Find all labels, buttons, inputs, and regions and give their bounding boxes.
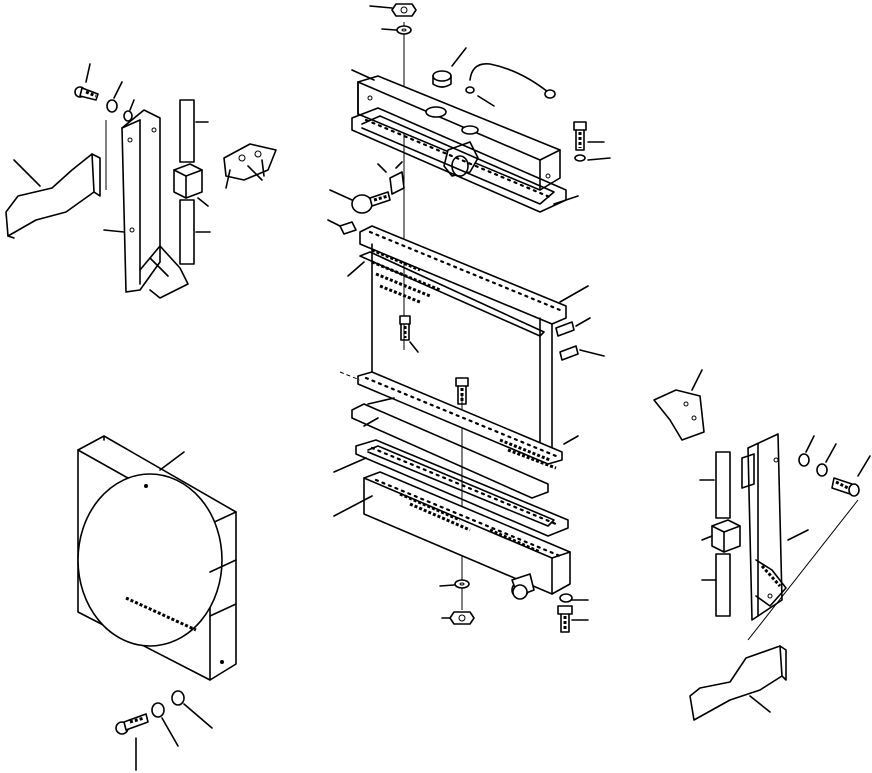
core-upper-plate[interactable] (347, 251, 545, 337)
shroud-washer-1[interactable] (151, 702, 179, 747)
shroud-bolt[interactable] (115, 713, 149, 771)
left-upright-bracket[interactable] (103, 109, 189, 299)
right-washer-2[interactable] (816, 443, 837, 477)
left-washer-1[interactable] (106, 81, 123, 113)
radiator-core[interactable] (359, 225, 589, 453)
upper-tank[interactable] (351, 69, 561, 191)
core-bolt-lower[interactable] (455, 377, 469, 405)
lower-gasket-2[interactable] (333, 439, 569, 537)
left-foot-plate[interactable] (5, 153, 101, 239)
left-washer-2[interactable] (123, 99, 135, 122)
upper-bracket-small[interactable] (377, 161, 405, 195)
top-washer[interactable] (381, 25, 412, 35)
right-top-washer[interactable] (574, 154, 611, 162)
right-rubber-block[interactable] (701, 519, 741, 553)
drain-bolt[interactable] (557, 605, 589, 633)
bottom-nut[interactable] (441, 611, 475, 625)
right-rubber-strip-upper[interactable] (699, 451, 731, 519)
left-small-bracket[interactable] (223, 143, 277, 189)
shroud-washer-2[interactable] (171, 690, 213, 729)
left-bolt[interactable] (74, 63, 99, 101)
left-rubber-strip-lower[interactable] (179, 199, 211, 265)
right-top-bolt[interactable] (573, 121, 605, 151)
core-lower-plate[interactable] (339, 371, 579, 470)
core-bolt-upper[interactable] (399, 315, 419, 353)
left-rubber-block[interactable] (173, 163, 209, 207)
right-bolt[interactable] (831, 455, 871, 497)
side-washer-left[interactable] (327, 219, 357, 235)
core-side-clip-right-2[interactable] (559, 345, 605, 361)
lower-tank[interactable] (333, 471, 571, 600)
lower-gasket-1[interactable] (351, 403, 549, 499)
side-bolt-left[interactable] (329, 189, 391, 214)
right-upright-bracket[interactable] (741, 433, 859, 641)
fan-shroud[interactable] (77, 435, 237, 681)
core-side-clip-right-1[interactable] (555, 317, 591, 337)
overflow-hose[interactable] (465, 63, 556, 107)
top-nut[interactable] (369, 3, 417, 17)
upper-gasket[interactable] (351, 107, 579, 213)
right-small-bracket[interactable] (653, 369, 705, 441)
right-foot-plate[interactable] (689, 645, 787, 721)
left-rubber-strip-upper[interactable] (179, 99, 209, 163)
radiator-cap[interactable] (432, 47, 467, 88)
bottom-washer[interactable] (439, 579, 470, 589)
drain-washer[interactable] (559, 593, 589, 603)
right-rubber-strip-lower[interactable] (701, 553, 731, 617)
right-washer-1[interactable] (798, 435, 815, 467)
